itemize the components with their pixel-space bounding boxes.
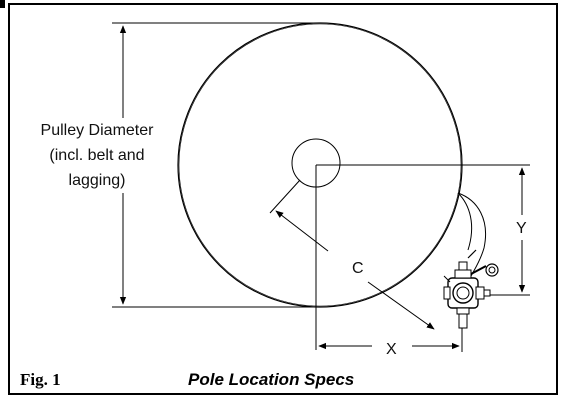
pulley-label-line-1: Pulley Diameter bbox=[40, 122, 154, 139]
radius-c-label: C bbox=[352, 260, 364, 277]
pulley-diameter-label: Pulley Diameter (incl. belt and lagging) bbox=[22, 118, 172, 193]
y-dimension-label: Y bbox=[516, 220, 527, 237]
pole-cable-outer bbox=[457, 192, 486, 279]
pulley-label-line-3: lagging) bbox=[68, 172, 126, 189]
x-dimension-label: X bbox=[386, 341, 397, 358]
figure-title: Pole Location Specs bbox=[188, 370, 355, 389]
pole-cable-inner bbox=[457, 192, 473, 251]
corner-mark bbox=[0, 0, 5, 8]
pole-sensor-icon bbox=[443, 249, 499, 329]
radius-c-upper bbox=[275, 210, 329, 252]
radius-c-lower bbox=[367, 281, 435, 330]
radius-leader bbox=[269, 179, 301, 214]
figure-number: Fig. 1 bbox=[20, 370, 61, 389]
pulley-label-line-2: (incl. belt and bbox=[49, 147, 145, 164]
